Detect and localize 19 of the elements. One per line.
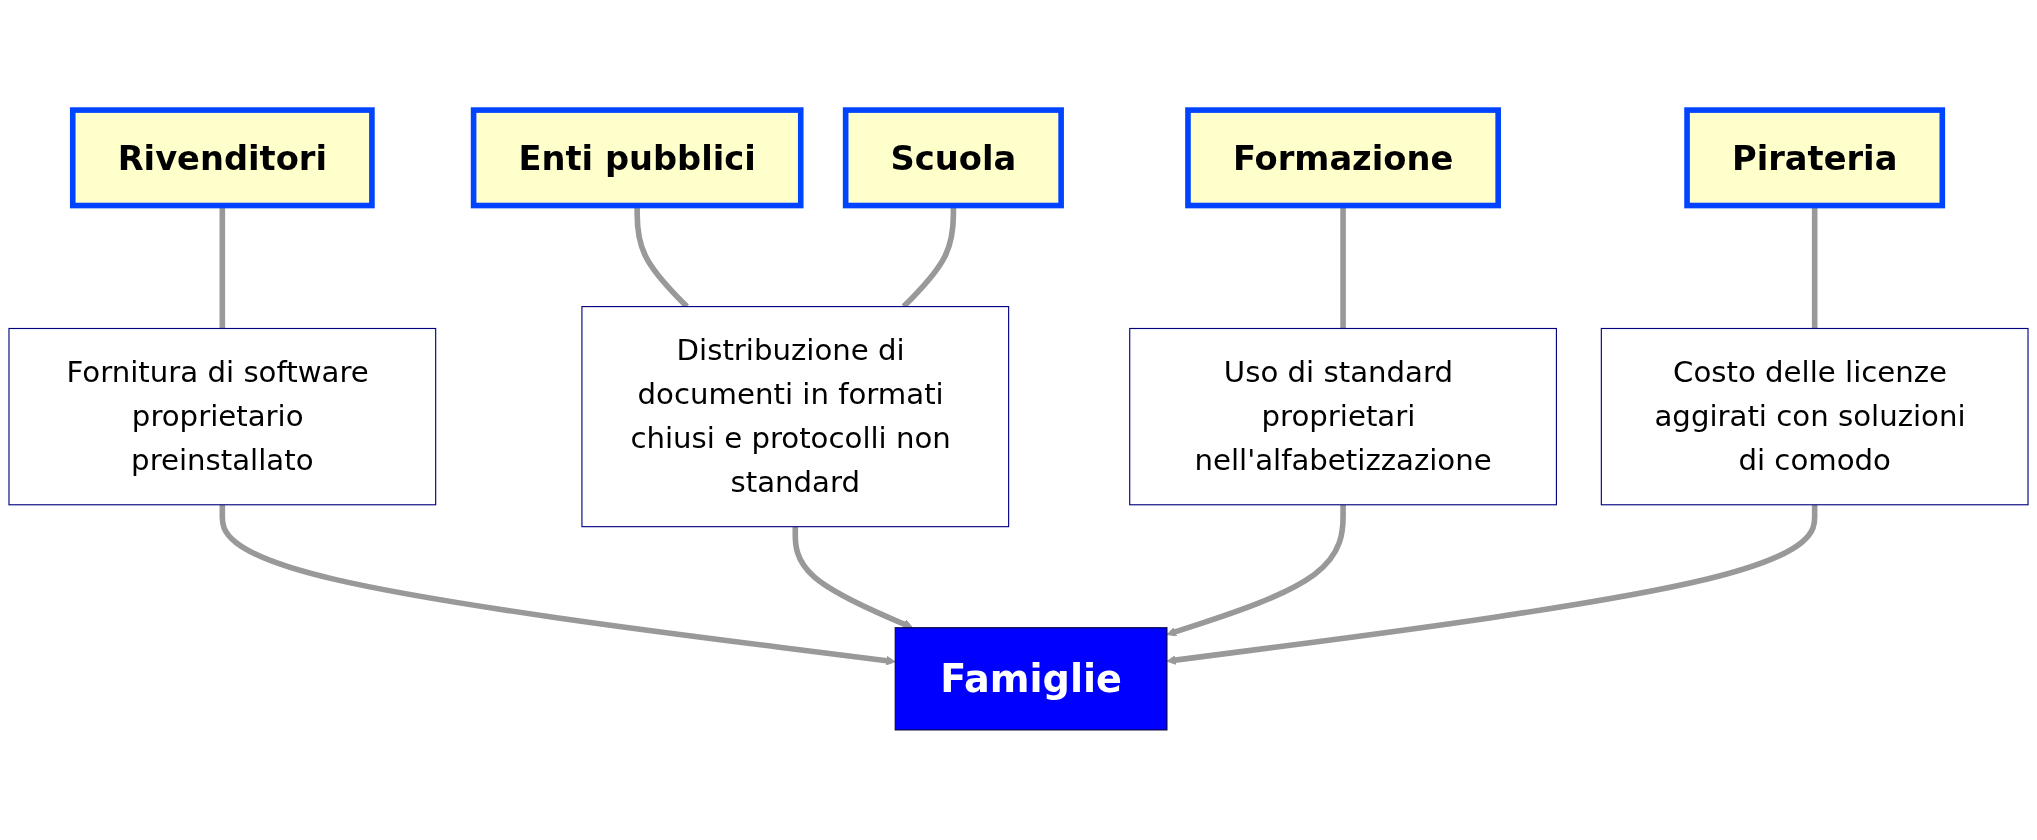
node-box: Famiglie: [894, 627, 1168, 731]
node-box: Scuola: [842, 107, 1064, 209]
connector: [1340, 205, 1346, 329]
node-box: Pirateria: [1684, 107, 1946, 209]
connector: [901, 205, 957, 309]
connector: [1811, 205, 1818, 329]
arrow: [1166, 504, 1818, 665]
arrow: [1166, 504, 1346, 637]
node-box: Uso di standard proprietari nell'alfabetizzazione: [1129, 327, 1557, 506]
node-box: Fornitura di software proprietario preinstallato: [8, 327, 437, 506]
arrow: [792, 526, 913, 629]
node-box: Rivenditori: [69, 107, 375, 209]
node-box: Enti pubblici: [470, 107, 804, 209]
node-box: Distribuzione di documenti in formati chiusi e protocolli non standard: [581, 306, 1010, 528]
node-box: Costo delle licenze aggirati con soluzioni di comodo: [1600, 327, 2029, 506]
arrow: [219, 504, 896, 666]
connector: [219, 205, 226, 329]
connector: [634, 205, 689, 309]
node-box: Formazione: [1185, 107, 1501, 209]
